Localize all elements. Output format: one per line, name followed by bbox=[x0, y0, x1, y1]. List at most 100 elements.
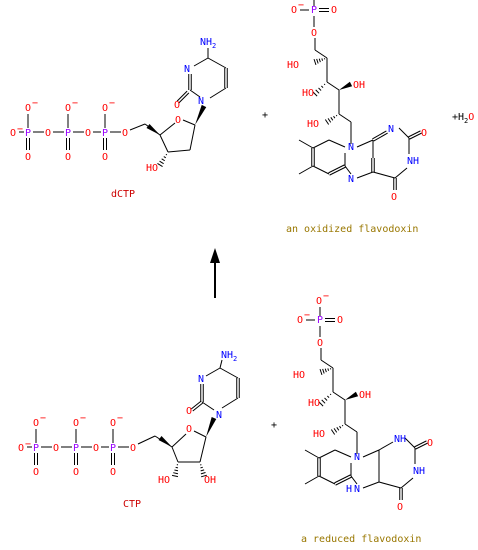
bond-38 bbox=[208, 58, 226, 68]
bond-180 bbox=[305, 450, 319, 458]
charge-minus: − bbox=[109, 98, 115, 109]
hydroxyl-3prime: HO bbox=[146, 163, 158, 174]
bond-113 bbox=[336, 115, 337, 116]
phosphate-o-double: O bbox=[337, 315, 343, 326]
oxygen-anion: O bbox=[25, 103, 31, 114]
svg-text:+H2O: +H2O bbox=[452, 112, 474, 125]
bond-100 bbox=[339, 114, 351, 122]
bond-115 bbox=[331, 117, 333, 120]
bond-140 bbox=[395, 168, 407, 178]
bond-163 bbox=[327, 396, 329, 398]
bond-164 bbox=[325, 398, 328, 401]
bond-30 bbox=[162, 159, 165, 161]
oxygen-ring: O bbox=[186, 424, 192, 435]
bond-62 bbox=[172, 434, 186, 447]
amine-nh2: NH2 bbox=[221, 350, 237, 363]
hydroxyl: HO bbox=[302, 88, 314, 99]
oxygen-ester: O bbox=[317, 338, 323, 349]
nitrogen-n5: N bbox=[354, 484, 360, 495]
bond-126 bbox=[299, 140, 313, 148]
label-reduced-flavodoxin: a reduced flavodoxin bbox=[301, 534, 421, 545]
bond-128 bbox=[357, 140, 373, 147]
bond-158 bbox=[325, 369, 326, 372]
bond-160 bbox=[320, 369, 322, 375]
bond-189 bbox=[416, 443, 428, 449]
bond-162 bbox=[330, 394, 331, 395]
oxygen-bridge: O bbox=[85, 128, 91, 139]
bond-176 bbox=[319, 476, 335, 484]
bond-192 bbox=[401, 478, 413, 488]
nitrogen-n10: N bbox=[354, 452, 360, 463]
wedge-bond-67 bbox=[159, 436, 173, 447]
water-h: +H bbox=[452, 112, 464, 123]
bond-116 bbox=[328, 118, 331, 122]
phosphorus-atom: P bbox=[110, 443, 116, 454]
charge-minus: − bbox=[17, 124, 23, 135]
hydroxyl: HO bbox=[293, 370, 305, 381]
bond-170 bbox=[334, 428, 337, 432]
bond-86 bbox=[222, 398, 238, 408]
wedge-bond-161 bbox=[345, 392, 358, 400]
charge-minus: − bbox=[32, 98, 38, 109]
bond-138 bbox=[408, 131, 420, 137]
charge-minus: − bbox=[304, 310, 310, 321]
wedge-bond-27 bbox=[147, 124, 161, 135]
hydroxyl: HO bbox=[287, 60, 299, 71]
label-ctp: CTP bbox=[123, 499, 141, 510]
bond-117 bbox=[325, 120, 328, 125]
wedge-bond-78 bbox=[206, 417, 216, 437]
bond-25 bbox=[168, 150, 190, 152]
charge-minus: − bbox=[25, 439, 31, 450]
reaction-arrow bbox=[210, 248, 220, 298]
hydroxyl: HO bbox=[313, 429, 325, 440]
oxygen-ring: O bbox=[175, 115, 181, 126]
nitrogen-n1: N bbox=[198, 96, 204, 107]
hydroxyl: OH bbox=[353, 80, 365, 91]
phosphorus-atom: P bbox=[25, 128, 31, 139]
bond-167 bbox=[342, 425, 343, 426]
bond-96 bbox=[315, 50, 327, 58]
bond-83 bbox=[220, 368, 238, 378]
nitrogen-n10: N bbox=[348, 142, 354, 153]
phosphate-o-anion: O bbox=[291, 5, 297, 16]
bond-75 bbox=[201, 470, 204, 471]
bond-190 bbox=[414, 441, 426, 447]
oxygen-ester: O bbox=[311, 28, 317, 39]
bond-108 bbox=[324, 84, 325, 85]
oxygen-anion: O bbox=[102, 103, 108, 114]
bond-165 bbox=[322, 400, 325, 403]
bond-15 bbox=[130, 124, 145, 130]
bond-41 bbox=[210, 88, 226, 98]
bond-63 bbox=[194, 431, 206, 437]
bond-131 bbox=[357, 172, 373, 178]
bond-64 bbox=[200, 437, 206, 462]
hydroxyl: HO bbox=[307, 119, 319, 130]
oxygen-double: O bbox=[73, 467, 79, 478]
oxygen-c4: O bbox=[397, 502, 403, 513]
water-o: O bbox=[468, 112, 474, 123]
label-oxidized-flavodoxin: an oxidized flavodoxin bbox=[286, 224, 418, 235]
bond-114 bbox=[334, 116, 335, 118]
oxygen-double: O bbox=[102, 152, 108, 163]
phosphate-o-double: O bbox=[331, 5, 337, 16]
oxygen-bridge: O bbox=[53, 443, 59, 454]
bond-31 bbox=[160, 161, 164, 164]
bond-168 bbox=[340, 426, 341, 428]
hydrogen-n5: H bbox=[346, 484, 352, 495]
nitrogen-n3: N bbox=[184, 64, 190, 75]
bond-172 bbox=[335, 450, 351, 457]
bond-37 bbox=[194, 58, 208, 66]
nitrogen-n5: N bbox=[348, 174, 354, 185]
bond-143 bbox=[373, 172, 395, 178]
wedge-bond-107 bbox=[339, 82, 352, 90]
oxygen-c2: O bbox=[421, 128, 427, 139]
hydroxyl: OH bbox=[359, 390, 371, 401]
hydroxyl-3prime: HO bbox=[158, 475, 170, 486]
water-molecule: +H2O bbox=[452, 112, 474, 125]
oxygen-anion: O bbox=[73, 418, 79, 429]
bond-157 bbox=[328, 368, 329, 370]
phosphorus-atom: P bbox=[102, 128, 108, 139]
bond-159 bbox=[323, 369, 325, 374]
